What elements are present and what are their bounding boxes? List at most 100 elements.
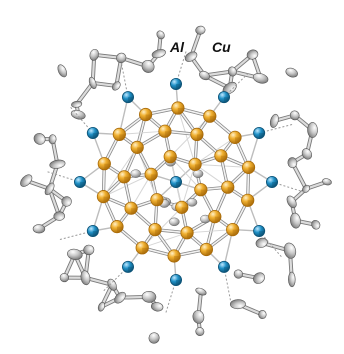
- ligand-carbon-atom: [269, 113, 279, 128]
- ligand-carbon-atom: [287, 157, 298, 169]
- al-atom: [86, 127, 99, 140]
- al-atom: [265, 175, 278, 188]
- cu-atom: [110, 220, 124, 234]
- ligand-carbon-atom: [71, 100, 83, 108]
- ligand-carbon-atom: [258, 310, 267, 320]
- inner-ligand-atom: [186, 198, 198, 207]
- al-atom: [169, 78, 182, 91]
- cu-atom: [228, 130, 242, 144]
- atom-octant-shading: [170, 156, 177, 163]
- atom-octant-shading: [92, 133, 99, 139]
- atom-octant-shading: [92, 231, 99, 237]
- cu-atom: [163, 150, 177, 164]
- cu-atom: [158, 124, 172, 138]
- atom-octant-shading: [209, 116, 217, 123]
- atom-octant-shading: [164, 131, 172, 138]
- atom-octant-shading: [176, 84, 182, 90]
- atom-octant-shading: [156, 199, 164, 206]
- ligand-carbon-atom: [289, 110, 300, 121]
- ligand-bond: [75, 81, 94, 106]
- ligand-carbon-atom: [233, 269, 243, 279]
- atom-octant-shading: [227, 187, 234, 194]
- metal-core-atoms: [74, 78, 278, 286]
- ligand-carbon-atom: [80, 270, 91, 286]
- cu-atom: [194, 183, 208, 197]
- ligand-carbon-atom: [49, 159, 66, 169]
- ligand-carbon-atom: [57, 64, 67, 78]
- ligand-carbon-atom: [89, 48, 99, 61]
- atom-octant-shading: [155, 229, 162, 236]
- cu-atom: [148, 223, 162, 237]
- ligand-carbon-atom: [227, 66, 237, 77]
- atom-octant-shading: [206, 249, 213, 256]
- al-atom: [217, 260, 230, 273]
- cu-atom: [221, 180, 235, 194]
- atom-octant-shading: [181, 207, 188, 214]
- ligand-carbon-atom: [48, 134, 57, 145]
- atom-octant-shading: [259, 133, 265, 139]
- ligand-carbon-atom: [307, 122, 318, 138]
- atom-octant-shading: [104, 163, 111, 170]
- atom-octant-shading: [119, 134, 126, 141]
- al-atom: [169, 273, 182, 286]
- atom-octant-shading: [145, 114, 152, 121]
- cu-atom: [241, 160, 256, 174]
- ligand-carbon-atom: [33, 133, 46, 145]
- atom-octant-shading: [235, 137, 242, 144]
- cu-atom: [226, 223, 240, 237]
- ligand-carbon-atom: [285, 67, 298, 78]
- ligand-carbon-atom: [114, 291, 126, 304]
- cu-atom: [144, 167, 158, 181]
- cu-atom: [199, 242, 213, 257]
- ligand-carbon-atom: [322, 178, 332, 186]
- ligand-carbon-atom: [70, 109, 86, 120]
- label-al: Al: [169, 39, 185, 55]
- ligand-carbon-atom: [150, 302, 164, 312]
- atom-octant-shading: [224, 266, 230, 273]
- ligand-carbon-atom: [192, 310, 205, 324]
- cu-atom: [175, 200, 189, 214]
- cu-atom: [139, 107, 153, 122]
- atom-octant-shading: [248, 167, 255, 174]
- atom-octant-shading: [128, 97, 134, 103]
- ligand-carbon-atom: [255, 237, 268, 248]
- ligand-carbon-atom: [184, 51, 198, 62]
- ligand-carbon-atom: [111, 81, 121, 91]
- atom-octant-shading: [200, 189, 208, 196]
- ligand-carbon-atom: [97, 301, 106, 312]
- ligand-carbon-atom: [83, 244, 95, 256]
- ligand-carbon-atom: [252, 73, 269, 84]
- ligand-carbon-atom: [53, 211, 66, 221]
- al-atom: [86, 224, 99, 237]
- atom-octant-shading: [174, 255, 181, 263]
- cu-atom: [117, 170, 131, 184]
- ligand-carbon-atom: [195, 287, 207, 296]
- atom-octant-shading: [195, 164, 202, 171]
- al-atom: [122, 91, 135, 104]
- ligand-carbon-atom: [107, 278, 117, 291]
- ligand-carbon-atom: [20, 174, 33, 187]
- ligand-carbon-atom: [151, 49, 166, 59]
- ligand-carbon-atom: [195, 25, 206, 35]
- cu-atom: [208, 210, 222, 224]
- ligand-carbon-atom: [286, 195, 297, 209]
- inner-ligand-atom: [130, 169, 141, 178]
- atom-octant-shading: [224, 97, 230, 103]
- cu-cu-bond: [187, 229, 233, 234]
- inner-ligand-atom: [169, 217, 180, 227]
- atom-octant-shading: [116, 226, 124, 233]
- label-cu: Cu: [212, 39, 231, 55]
- ligand-carbon-atom: [141, 59, 155, 73]
- atom-octant-shading: [142, 247, 149, 255]
- atom-octant-shading: [176, 182, 182, 188]
- ligand-carbon-atom: [290, 212, 301, 229]
- ligand-carbon-atom: [32, 224, 46, 234]
- al-atom: [74, 175, 87, 188]
- cu-atom: [171, 101, 185, 115]
- atom-octant-shading: [124, 176, 131, 184]
- atom-octant-shading: [137, 147, 144, 154]
- ligand-carbon-atom: [253, 272, 265, 284]
- atom-octant-shading: [177, 108, 185, 115]
- cu-atom: [167, 249, 181, 263]
